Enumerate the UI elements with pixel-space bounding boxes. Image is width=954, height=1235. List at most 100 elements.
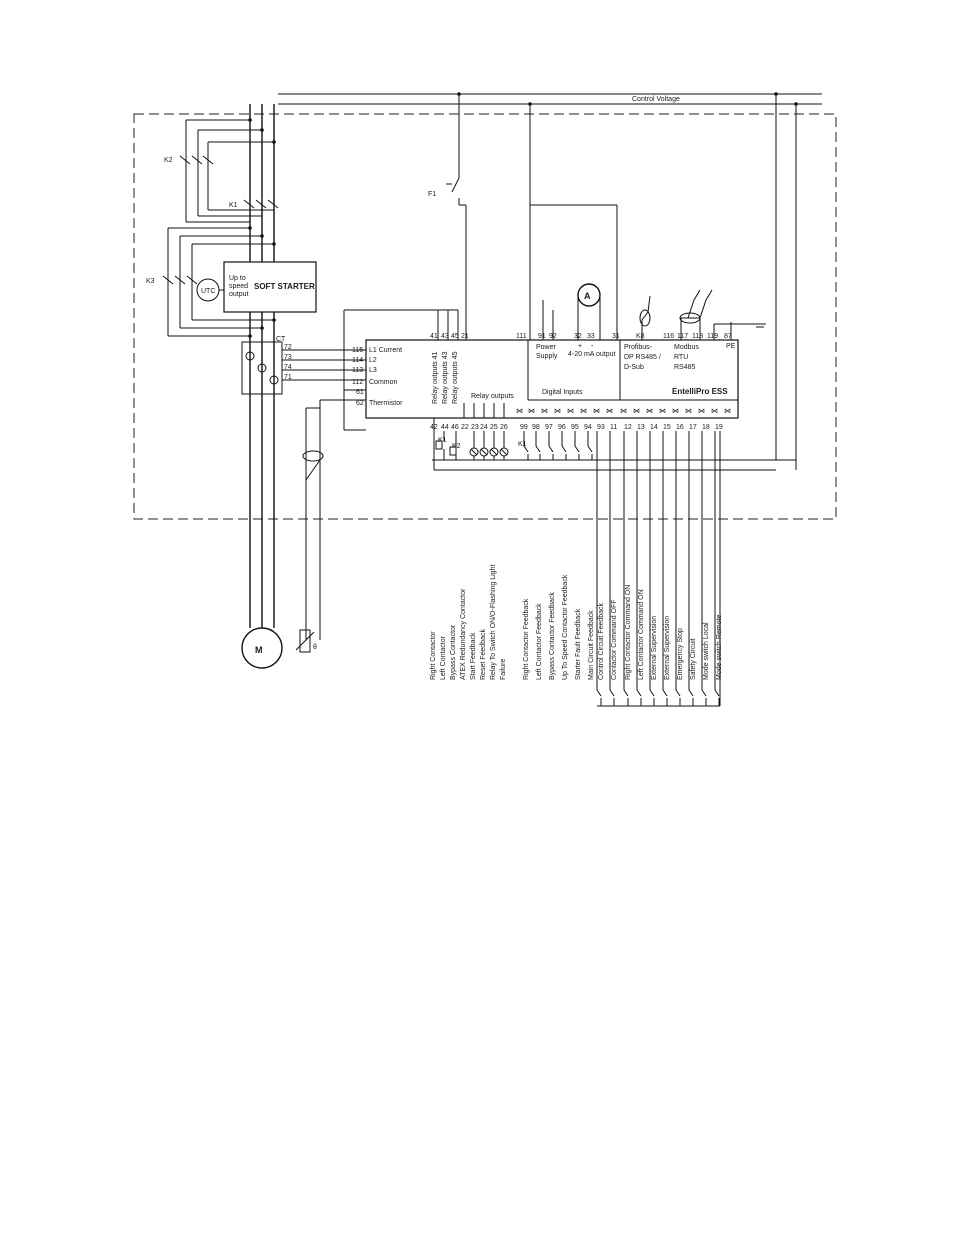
bottom-terminal-93: 93: [597, 424, 605, 431]
relay-output-label: Failure: [500, 658, 507, 680]
soft-starter-box: [223, 261, 317, 313]
relay-output-label: Start Feedback: [470, 632, 477, 680]
profibus-line1: Profibus-: [624, 344, 653, 351]
motor: M θ: [241, 627, 317, 669]
soft-starter: SOFT STARTER Up to speed output UTC: [196, 261, 317, 313]
profibus-cable: [641, 295, 651, 340]
digital-input-label: Up To Speed Contactor Feedback: [562, 574, 569, 680]
input-num-61: 61: [356, 389, 364, 396]
bottom-terminal-46: 46: [451, 424, 459, 431]
top-terminal-91: 91: [538, 333, 546, 340]
profibus-line3: D-Sub: [624, 364, 644, 371]
input-num-114: 114: [352, 357, 363, 364]
current-transformers: CT 72 73 74 71: [241, 336, 366, 395]
k2-label: K2: [164, 157, 173, 164]
k3-bypass-contactor: K3: [146, 226, 276, 338]
digital-input-label: Mode switch Remote: [716, 615, 723, 680]
top-terminal-33: 33: [587, 333, 595, 340]
k3-label: K3: [146, 278, 155, 285]
utc-label: UTC: [201, 288, 215, 295]
analog-output-label: 4-20 mA output: [568, 351, 616, 358]
digital-input-label: External Supervision: [651, 616, 658, 680]
input-label-thermistor: Thermistor: [369, 400, 403, 407]
input-opto-icon: ⋈: [606, 408, 613, 415]
k2-coil-icon: [449, 446, 457, 456]
input-opto-icon: ⋈: [659, 408, 666, 415]
top-terminal-41: 41: [430, 333, 438, 340]
bottom-terminal-16: 16: [676, 424, 684, 431]
power-supply-line2: Supply: [536, 353, 558, 360]
k1-contact-label: K1: [518, 441, 527, 448]
control-voltage-label: Control Voltage: [632, 96, 680, 103]
input-num-115: 115: [352, 347, 363, 354]
digital-input-label: Bypass Contactor Feedback: [549, 592, 556, 680]
bottom-terminal-14: 14: [650, 424, 658, 431]
bottom-terminal-95: 95: [571, 424, 579, 431]
digital-input-label: Right Contactor Command ON: [625, 585, 632, 680]
relay-output-label: ATEX Redundancy Contactor: [460, 588, 467, 680]
k1-coil-icon: [435, 440, 443, 450]
top-terminals: 41 43 45 21 111 91 92 32 33 31 K8 116 11…: [430, 333, 732, 340]
relay-outputs-label: Relay outputs: [471, 393, 514, 400]
top-terminal-87: 87: [724, 333, 732, 340]
k2-contactor: K2: [164, 119, 274, 223]
k1-contactor: K1: [229, 199, 279, 209]
digital-input-wiring: [523, 431, 721, 707]
analog-minus: -: [591, 343, 594, 350]
bottom-terminal-15: 15: [663, 424, 671, 431]
input-opto-icon: ⋈: [724, 408, 731, 415]
bottom-terminal-99: 99: [520, 424, 528, 431]
pe-label: PE: [726, 343, 736, 350]
input-label-l3: L3: [369, 367, 377, 374]
bottom-terminal-23: 23: [471, 424, 479, 431]
input-opto-icon: ⋈: [685, 408, 692, 415]
input-opto-icon: ⋈: [516, 408, 523, 415]
bottom-terminal-18: 18: [702, 424, 710, 431]
bottom-terminal-19: 19: [715, 424, 723, 431]
input-opto-icon: ⋈: [541, 408, 548, 415]
input-opto-icon: ⋈: [580, 408, 587, 415]
top-terminal-45: 45: [451, 333, 459, 340]
relay-output-field: K1 K2 K1: [432, 403, 796, 471]
bottom-terminal-26: 26: [500, 424, 508, 431]
digital-inputs-label: Digital Inputs: [542, 389, 583, 396]
bottom-terminal-97: 97: [545, 424, 553, 431]
input-opto-icon: ⋈: [646, 408, 653, 415]
power-supply-line1: Power: [536, 344, 557, 351]
relay-outputs-vertical: Relay outputs 41 Relay outputs 43 Relay …: [432, 310, 459, 404]
bottom-terminal-96: 96: [558, 424, 566, 431]
analog-plus: +: [578, 343, 582, 350]
top-terminal-111: 111: [516, 333, 527, 340]
top-terminal-k8: K8: [636, 333, 645, 340]
thermistor-cable: [302, 450, 324, 481]
ammeter-label: A: [584, 291, 591, 301]
input-num-113: 113: [352, 367, 363, 374]
ct-terminal-74: 74: [284, 364, 292, 371]
motor-icon: [241, 627, 283, 669]
top-terminal-21: 21: [461, 333, 469, 340]
input-label-l2: L2: [369, 357, 377, 364]
thermistor-shield-icon: [302, 450, 324, 462]
main-power-lines: [248, 104, 276, 628]
digital-input-row: ⋈⋈⋈⋈⋈⋈⋈⋈⋈⋈⋈⋈⋈⋈⋈⋈⋈: [516, 408, 731, 415]
input-opto-icon: ⋈: [633, 408, 640, 415]
modbus-line2: RTU: [674, 354, 688, 361]
up-to-speed-line1: Up to: [229, 275, 246, 282]
bottom-terminal-17: 17: [689, 424, 697, 431]
f1-breaker: F1: [428, 177, 618, 340]
relay-outputs-41: Relay outputs 41: [432, 351, 439, 404]
input-opto-icon: ⋈: [711, 408, 718, 415]
digital-input-label: Control Circuit Feedback: [598, 602, 605, 680]
bottom-terminal-94: 94: [584, 424, 592, 431]
relay-output-label: Left Contactor: [440, 635, 447, 680]
bottom-terminal-25: 25: [490, 424, 498, 431]
digital-input-label: External Supervision: [664, 616, 671, 680]
k1-label: K1: [229, 202, 238, 209]
top-terminal-116: 116: [663, 333, 674, 340]
digital-input-label: Safety Circuit: [690, 638, 697, 680]
input-opto-icon: ⋈: [567, 408, 574, 415]
motor-label: M: [255, 645, 263, 655]
